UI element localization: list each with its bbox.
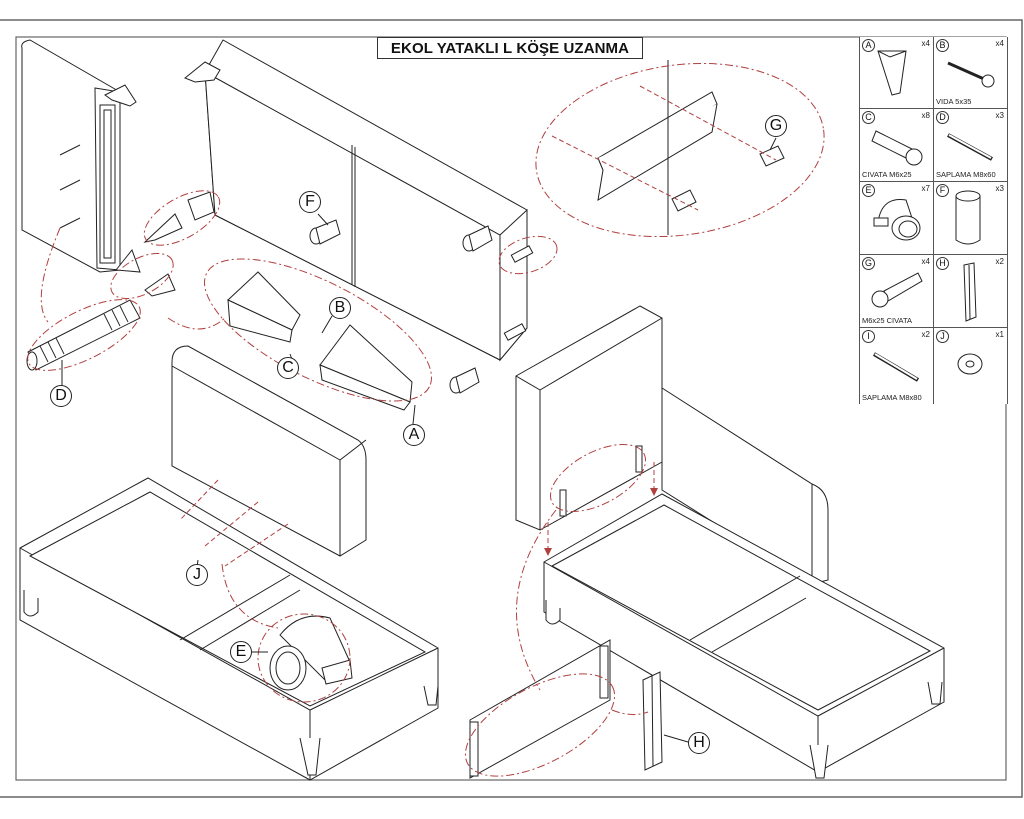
part-letter: F bbox=[936, 184, 949, 197]
part-letter: E bbox=[862, 184, 875, 197]
part-caption: CIVATA M6x25 bbox=[862, 170, 912, 179]
part-qty: x1 bbox=[995, 330, 1004, 339]
part-caption: M6x25 CIVATA bbox=[862, 316, 913, 325]
parts-list: A x4 B x4 VIDA 5x35 C x8 CIVATA M6x25 D … bbox=[859, 37, 1008, 404]
part-f: F x3 bbox=[934, 182, 1008, 255]
part-g: G x4 M6x25 CIVATA bbox=[860, 255, 934, 328]
callout-g: G bbox=[765, 115, 787, 137]
part-qty: x4 bbox=[921, 39, 930, 48]
washer-icon bbox=[957, 353, 983, 375]
part-qty: x3 bbox=[995, 111, 1004, 120]
right-bed-base bbox=[543, 493, 945, 779]
dowel-icon bbox=[955, 190, 981, 245]
left-bed-base bbox=[19, 477, 439, 781]
callout-h: H bbox=[688, 732, 710, 754]
rail-bracket-icon bbox=[963, 262, 977, 322]
part-qty: x3 bbox=[995, 184, 1004, 193]
part-letter: B bbox=[936, 39, 949, 52]
part-qty: x7 bbox=[921, 184, 930, 193]
bolt-icon bbox=[871, 130, 923, 166]
part-letter: H bbox=[936, 257, 949, 270]
threaded-rod-icon bbox=[947, 133, 993, 161]
callout-a: A bbox=[403, 424, 425, 446]
rail-bracket-g bbox=[597, 60, 785, 235]
part-a: A x4 bbox=[860, 37, 934, 109]
part-e: E x7 bbox=[860, 182, 934, 255]
diagram-title: EKOL YATAKLI L KÖŞE UZANMA bbox=[377, 37, 643, 59]
part-qty: x2 bbox=[995, 257, 1004, 266]
part-caption: SAPLAMA M8x60 bbox=[936, 170, 996, 179]
cam-lock-icon bbox=[873, 198, 921, 241]
callout-j: J bbox=[186, 564, 208, 586]
part-caption: VIDA 5x35 bbox=[936, 97, 972, 106]
screw-icon bbox=[947, 61, 995, 88]
part-letter: A bbox=[862, 39, 875, 52]
part-letter: G bbox=[862, 257, 875, 270]
part-letter: J bbox=[936, 330, 949, 343]
title-text: EKOL YATAKLI L KÖŞE UZANMA bbox=[390, 39, 630, 57]
part-b: B x4 VIDA 5x35 bbox=[934, 37, 1008, 109]
alignment-lines bbox=[179, 85, 777, 567]
direction-arrows bbox=[544, 488, 658, 556]
callout-c: C bbox=[277, 357, 299, 379]
back-panel bbox=[184, 39, 534, 362]
threaded-rod-icon bbox=[872, 352, 920, 382]
leg-icon bbox=[877, 50, 907, 96]
part-letter: D bbox=[936, 111, 949, 124]
part-qty: x4 bbox=[921, 257, 930, 266]
right-headboard bbox=[515, 305, 663, 531]
left-backrest-cushion bbox=[171, 345, 367, 557]
part-qty: x2 bbox=[921, 330, 930, 339]
part-qty: x8 bbox=[921, 111, 930, 120]
leg-brackets bbox=[115, 191, 413, 411]
part-letter: I bbox=[862, 330, 875, 343]
part-d: D x3 SAPLAMA M8x60 bbox=[934, 109, 1008, 182]
part-letter: C bbox=[862, 111, 875, 124]
callout-leaders bbox=[61, 137, 777, 743]
callout-f: F bbox=[299, 191, 321, 213]
threaded-rod-d bbox=[26, 299, 141, 371]
dowel-f-parts bbox=[309, 219, 493, 394]
part-qty: x4 bbox=[995, 39, 1004, 48]
callout-b: B bbox=[329, 297, 351, 319]
part-h: H x2 bbox=[934, 255, 1008, 328]
part-c: C x8 CIVATA M6x25 bbox=[860, 109, 934, 182]
callout-e: E bbox=[230, 641, 252, 663]
dashed-callouts bbox=[27, 62, 825, 777]
callout-d: D bbox=[50, 385, 72, 407]
left-side-panel bbox=[21, 39, 137, 273]
part-j: J x1 bbox=[934, 328, 1008, 404]
part-i: I x2 SAPLAMA M8x80 bbox=[860, 328, 934, 404]
bolt-icon bbox=[871, 272, 923, 308]
part-caption: SAPLAMA M8x80 bbox=[862, 393, 922, 402]
